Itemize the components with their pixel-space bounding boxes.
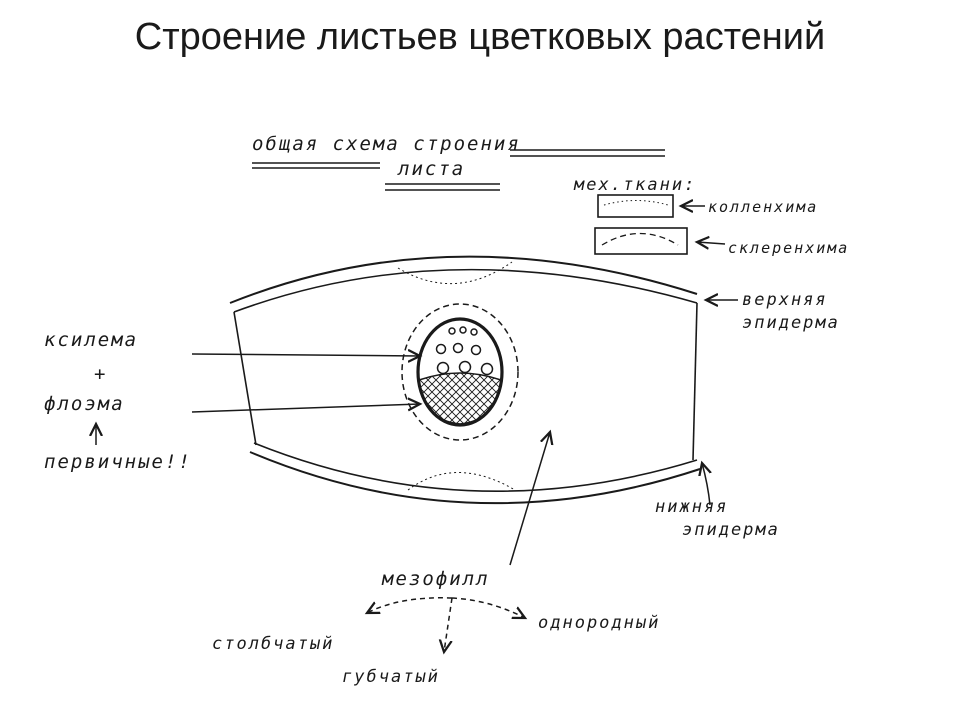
lower-epidermis-label-1: нижняя	[655, 497, 728, 517]
upper-epidermis-label-2: эпидерма	[742, 313, 840, 333]
leaf-cross-section	[229, 255, 701, 505]
collenchyma-box	[597, 194, 674, 218]
plus-sign: +	[94, 363, 107, 385]
xylem-arrow	[191, 354, 420, 356]
xylem-label: ксилема	[44, 329, 138, 351]
heading-line1: общая схема строения	[252, 133, 521, 155]
vascular-bundle	[401, 303, 519, 441]
heading-line2-underline	[385, 183, 500, 191]
sclerenchyma-box	[594, 227, 688, 255]
mesophyll-label: мезофилл	[381, 568, 490, 590]
spongy-label: губчатый	[342, 667, 440, 687]
phloem-arrow	[191, 404, 420, 413]
primary-label: первичные!!	[44, 451, 192, 473]
sclerenchyma-arrow	[697, 242, 726, 244]
lower-epidermis-arrow	[702, 463, 710, 506]
collenchyma-label: колленхима	[708, 198, 818, 216]
slide-title: Строение листьев цветковых растений	[134, 16, 826, 58]
mech-tissues-label: мех.ткани:	[573, 175, 696, 195]
sclerenchyma-label: склеренхима	[728, 239, 849, 257]
heading-line2: листа	[397, 158, 465, 180]
lower-epidermis-label-2: эпидерма	[682, 520, 780, 540]
mesophyll-branches	[367, 597, 525, 652]
palisade-label: столбчатый	[212, 634, 334, 654]
upper-epidermis-label-1: верхняя	[742, 290, 828, 310]
homogeneous-label: однородный	[538, 613, 660, 633]
phloem-label: флоэма	[44, 393, 125, 415]
mesophyll-arrow	[509, 432, 550, 566]
heading-underline	[252, 149, 665, 169]
